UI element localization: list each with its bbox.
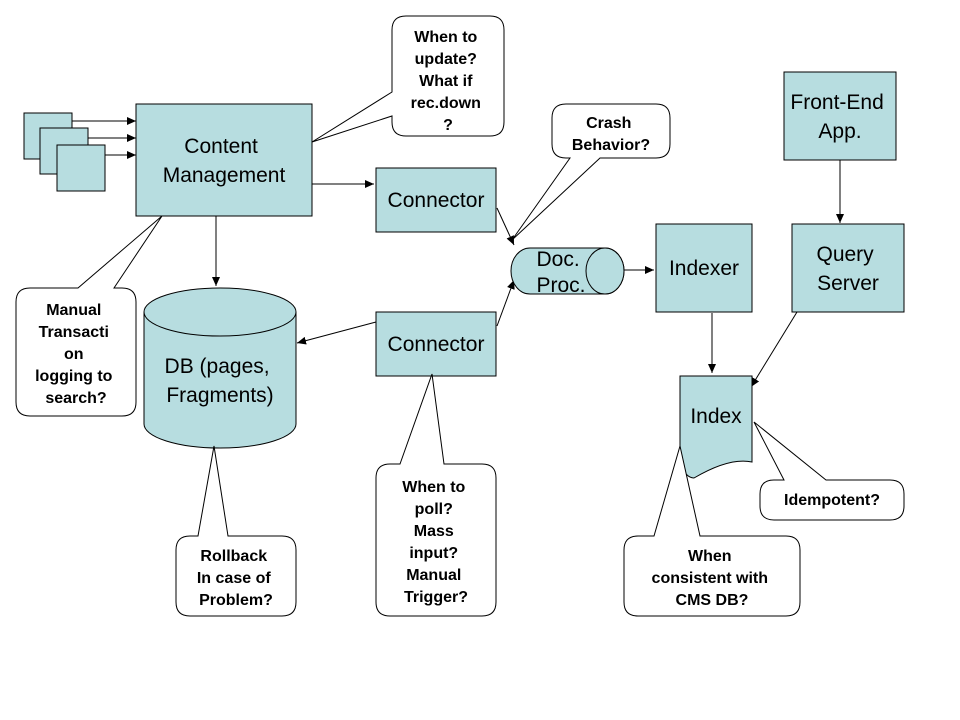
callout-when-to-poll-line-6: Trigger? bbox=[404, 589, 468, 606]
callout-when-to-poll-line-2: poll? bbox=[415, 501, 453, 518]
indexer-label: Indexer bbox=[669, 257, 739, 280]
callout-manual-transaction-line-1: Manual bbox=[46, 302, 101, 319]
svg-text:DB (pages, Fragments): DB (pages, Fragments) bbox=[165, 355, 276, 407]
callout-rollback-line-2: In case of bbox=[197, 570, 271, 587]
callout-manual-transaction: Manual Transacti on logging to search? bbox=[15, 215, 163, 417]
callout-manual-transaction-line-2: Transacti bbox=[39, 324, 109, 341]
svg-text:When to poll? Mass: When to poll? Mass input? Manual Trigger… bbox=[402, 479, 470, 606]
callout-when-to-poll-line-4: input? bbox=[409, 545, 458, 562]
front-end-line-2: App. bbox=[818, 120, 861, 143]
content-management-line-1: Content bbox=[184, 135, 258, 158]
front-end-line-1: Front-End bbox=[790, 91, 883, 114]
svg-text:Manual Transacti o: Manual Transacti on logging to search? bbox=[35, 302, 117, 407]
svg-text:Content Management: Content Management bbox=[163, 135, 286, 187]
callout-idempotent-label: Idempotent? bbox=[784, 492, 880, 509]
callout-when-to-update: When to update? What if rec.down ? bbox=[311, 15, 505, 143]
connector-bottom-label: Connector bbox=[388, 333, 485, 356]
callout-when-to-poll: When to poll? Mass input? Manual Trigger… bbox=[375, 373, 497, 617]
callout-crash-behavior-line-2: Behavior? bbox=[572, 137, 650, 154]
svg-text:Doc. Proc.: Doc. Proc. bbox=[536, 248, 585, 297]
source-documents-icon bbox=[23, 112, 106, 192]
connector-bottom-box: Connector bbox=[375, 311, 497, 377]
callout-when-to-poll-line-3: Mass bbox=[414, 523, 454, 540]
callout-idempotent: Idempotent? bbox=[753, 421, 905, 521]
callout-crash-behavior: Crash Behavior? bbox=[511, 103, 671, 241]
arrow-connector-to-db bbox=[296, 321, 377, 345]
index-document: Index bbox=[679, 375, 753, 479]
callout-crash-behavior-line-1: Crash bbox=[586, 115, 631, 132]
connector-top-box: Connector bbox=[375, 167, 497, 233]
svg-text:Connector: Connector bbox=[388, 333, 485, 356]
callout-when-to-update-line-1: When to bbox=[414, 29, 477, 46]
svg-text:When consistent with: When consistent with CMS DB? bbox=[652, 548, 773, 609]
callout-when-to-poll-line-5: Manual bbox=[406, 567, 461, 584]
callout-rollback: Rollback In case of Problem? bbox=[175, 445, 297, 617]
indexer-box: Indexer bbox=[655, 223, 753, 313]
callout-when-consistent-line-3: CMS DB? bbox=[676, 592, 749, 609]
callout-when-to-poll-line-1: When to bbox=[402, 479, 465, 496]
index-label: Index bbox=[690, 405, 742, 428]
callout-rollback-line-1: Rollback bbox=[200, 548, 267, 565]
arrows bbox=[72, 117, 844, 388]
query-server-box: Query Server bbox=[791, 223, 905, 313]
svg-text:When to update? Wh: When to update? What if rec.down ? bbox=[411, 29, 486, 134]
svg-text:Crash Behavior?: Crash Behavior? bbox=[572, 115, 650, 154]
front-end-app-box: Front-End App. bbox=[783, 71, 897, 161]
svg-text:Connector: Connector bbox=[388, 189, 485, 212]
callout-when-to-update-line-2: update? bbox=[415, 51, 477, 68]
callout-manual-transaction-line-3: on bbox=[64, 346, 84, 363]
doc-proc-line-2: Proc. bbox=[536, 274, 585, 297]
callout-when-consistent-line-2: consistent with bbox=[652, 570, 768, 587]
callout-rollback-line-3: Problem? bbox=[199, 592, 273, 609]
svg-text:Idempotent?: Idempotent? bbox=[784, 492, 880, 509]
callout-when-to-update-line-4: rec.down bbox=[411, 95, 481, 112]
doc-proc-cylinder: Doc. Proc. bbox=[510, 247, 625, 297]
svg-text:Indexer: Indexer bbox=[669, 257, 739, 280]
callout-manual-transaction-line-5: search? bbox=[45, 390, 106, 407]
db-line-1: DB (pages, bbox=[165, 355, 270, 378]
callout-when-to-update-line-5: ? bbox=[443, 117, 453, 134]
db-cylinder: DB (pages, Fragments) bbox=[143, 287, 297, 449]
db-line-2: Fragments) bbox=[166, 384, 273, 407]
content-management-box: Content Management bbox=[135, 103, 313, 217]
query-server-line-2: Server bbox=[817, 272, 879, 295]
arrow-connector-top-to-docproc bbox=[496, 207, 515, 246]
svg-text:Front-End App.: Front-End App. bbox=[790, 91, 889, 143]
query-server-line-1: Query bbox=[816, 243, 874, 266]
callout-when-consistent: When consistent with CMS DB? bbox=[623, 445, 801, 617]
svg-text:Rollback In case of: Rollback In case of Problem? bbox=[197, 548, 275, 609]
svg-text:Query Server: Query Server bbox=[816, 243, 879, 295]
arrow-connector-bottom-to-docproc bbox=[496, 279, 515, 327]
callout-when-to-update-line-3: What if bbox=[419, 73, 473, 90]
connector-top-label: Connector bbox=[388, 189, 485, 212]
arrow-queryserver-to-index bbox=[750, 311, 798, 388]
svg-text:Index: Index bbox=[690, 405, 742, 428]
content-management-line-2: Management bbox=[163, 164, 286, 187]
doc-proc-line-1: Doc. bbox=[536, 248, 579, 271]
callout-manual-transaction-line-4: logging to bbox=[35, 368, 113, 385]
callout-when-consistent-line-1: When bbox=[688, 548, 732, 565]
